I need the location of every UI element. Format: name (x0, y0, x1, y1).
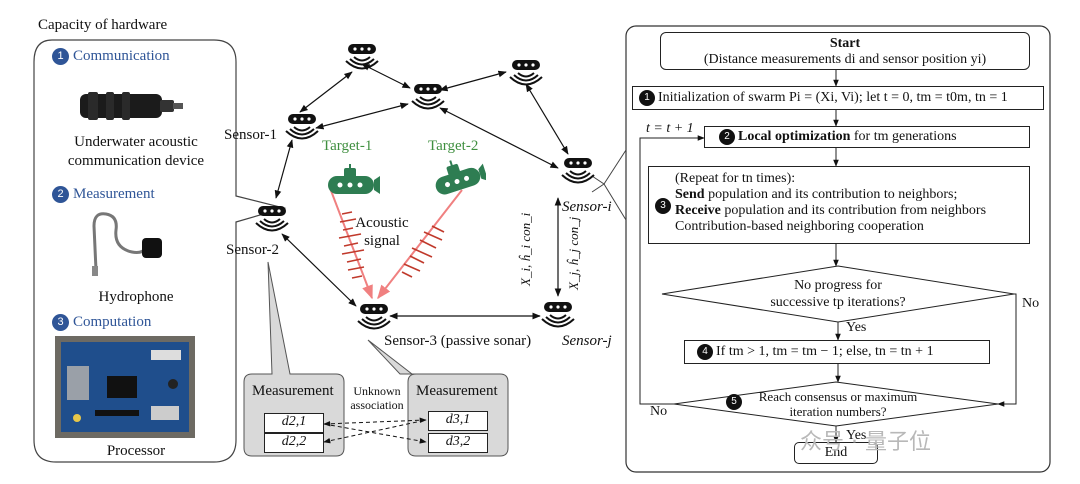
measurement-cell: d2,2 (264, 433, 324, 453)
sensor-3-label: Sensor-3 (passive sonar) (384, 333, 532, 349)
hardware-caption-computation: Processor (106, 443, 166, 459)
acoustic-modem-image (80, 92, 183, 120)
measurement-cell: d3,1 (428, 411, 488, 431)
sensor-node-icon (345, 44, 379, 70)
step-2-bold: Local optimization (738, 129, 851, 144)
sensor-node-icon (285, 114, 319, 140)
step-3-bold: Send (675, 187, 705, 202)
link-label-i: X_i, ĥ_i con_i (518, 212, 533, 286)
decision-2-no-label: No (650, 404, 668, 419)
hardware-item-label: Measurement (73, 186, 155, 202)
sensor-2-label: Sensor-2 (226, 242, 280, 258)
sensor-1-label: Sensor-1 (224, 127, 278, 143)
decision-2-yes-label: Yes (846, 428, 867, 443)
hardware-caption-communication: Underwater acoustic communication device (58, 133, 214, 171)
sensor-i-label: Sensor-i (562, 199, 612, 215)
step-number-badge: 5 (726, 394, 742, 410)
acoustic-signal-label: Acoustic signal (352, 214, 412, 250)
target-2-label: Target-2 (428, 138, 479, 154)
hardware-panel (33, 39, 287, 463)
step-number-badge: 3 (52, 314, 69, 331)
step-number-badge: 2 (719, 129, 735, 145)
decision-1-text: No progress for successive tp iterations… (738, 277, 938, 311)
start-subtitle: (Distance measurements di and sensor pos… (703, 52, 987, 67)
hardware-caption-measurement: Hydrophone (98, 289, 174, 305)
watermark: 众号 · 量子位 (800, 430, 931, 455)
sensor-j-label: Sensor-j (562, 333, 612, 349)
sensor-node-icon (509, 60, 543, 86)
step-number-badge: 1 (52, 48, 69, 65)
target-1-label: Target-1 (322, 138, 373, 154)
measurement-cell: d3,2 (428, 433, 488, 453)
step-number-badge: 4 (697, 344, 713, 360)
step-3-line: Contribution-based neighboring cooperati… (675, 219, 924, 234)
sensor-node-icon (411, 84, 445, 110)
association-label: Unknown association (342, 384, 412, 412)
loop-label: t = t + 1 (646, 121, 694, 136)
step-number-badge: 3 (655, 198, 671, 214)
processor-board-image (55, 336, 195, 438)
measurement-callout-left (243, 261, 345, 457)
decision-line: No progress for (794, 278, 882, 293)
step-3-line: Receive population and its contribution … (675, 203, 1029, 219)
signal-arrows (329, 187, 463, 300)
step-4-text: If tm > 1, tm = tm − 1; else, tn = tn + … (716, 344, 934, 359)
decision-2-text: Reach consensus or maximum iteration num… (748, 389, 928, 419)
signal-label-line: signal (364, 233, 400, 249)
hardware-item-label: Communication (73, 48, 170, 64)
step-3-box: 3 (Repeat for tn times): Send population… (648, 166, 1030, 244)
step-3-line: Send population and its contribution to … (675, 187, 1029, 203)
step-3-text: population and its contribution to neigh… (708, 187, 958, 202)
measurement-title-right: Measurement (416, 383, 498, 399)
step-1-text: Initialization of swarm Pi = (Xi, Vi); l… (658, 90, 1008, 105)
step-3-text: population and its contribution from nei… (724, 203, 987, 218)
signal-waves (338, 211, 445, 279)
sensor-node-icon (541, 302, 575, 328)
hydrophone-image (92, 212, 162, 276)
association-line: association (350, 398, 404, 412)
start-title: Start (829, 36, 861, 51)
measurement-title-left: Measurement (252, 383, 334, 399)
hardware-item-label: Computation (73, 314, 152, 330)
step-3-line: (Repeat for tn times): (675, 171, 796, 186)
caption-line: communication device (67, 153, 205, 169)
flowchart-frame (625, 25, 1051, 473)
signal-label-line: Acoustic (355, 215, 409, 231)
association-line: Unknown (353, 384, 401, 398)
association-arrows (323, 417, 427, 444)
step-2-text: for tm generations (853, 129, 957, 144)
decision-1-yes-label: Yes (846, 320, 867, 335)
end-box: End (794, 442, 878, 464)
step-number-badge: 1 (639, 90, 655, 106)
link-label-j: X_j, ĥ_j con_j (566, 216, 581, 290)
decision-line: successive tp iterations? (770, 295, 906, 310)
flow-arrows (639, 70, 1017, 443)
step-number-badge: 2 (52, 186, 69, 203)
decision-1-no-label: No (1022, 296, 1040, 311)
hardware-title: Capacity of hardware (38, 17, 168, 33)
sensor-node-icon (561, 158, 595, 184)
sensor-node-icon (357, 304, 391, 330)
submarine-icon (328, 164, 380, 194)
sensor-node-icon (255, 206, 289, 232)
submarine-icon (435, 160, 486, 195)
start-box: Start (Distance measurements di and sens… (660, 32, 1030, 70)
network-links (274, 63, 569, 320)
step-3-bold: Receive (675, 203, 721, 218)
caption-line: Underwater acoustic (74, 134, 198, 150)
measurement-cell: d2,1 (264, 413, 324, 433)
decision-line: Reach consensus or maximum (758, 389, 918, 404)
decision-line: iteration numbers? (789, 404, 887, 419)
